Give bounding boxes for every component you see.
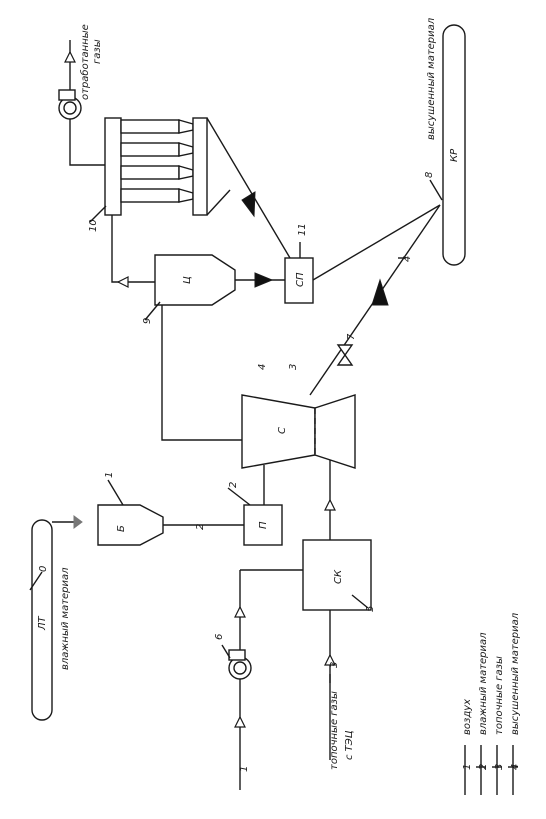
- flue-line-code: 3: [329, 662, 340, 668]
- collector: СП 11: [284, 223, 314, 304]
- dryer-label: С: [277, 427, 288, 434]
- legend: 1 воздух 2 влажный материал 3 топочные г…: [462, 612, 521, 795]
- pos-2: 2: [228, 482, 239, 488]
- wet-conveyor: ЛТ влажный материал 0: [29, 519, 71, 721]
- dried-conveyor: КР высушенный материал 8: [424, 17, 466, 266]
- pos-0: 0: [38, 566, 49, 572]
- flue-gas-caption-2: с ТЭЦ: [344, 730, 355, 760]
- pos-5: 5: [365, 606, 376, 612]
- collector-to-conveyor: [312, 204, 441, 281]
- feeder: П 2: [227, 482, 283, 546]
- flue-to-dryer: [324, 455, 336, 540]
- cyclone-to-collector: [235, 272, 285, 288]
- pos-4: 4: [257, 364, 268, 370]
- dried-material-caption: высушенный материал: [426, 17, 437, 140]
- collector-label: СП: [295, 272, 306, 287]
- dryer: С 3 4: [241, 364, 356, 469]
- cyclone-to-filter: [111, 215, 155, 288]
- pos-10: 10: [88, 219, 99, 232]
- filter-to-collector: [206, 117, 291, 259]
- exhaust-caption-1: отработанные: [79, 24, 91, 100]
- cyclone-label: Ц: [182, 276, 193, 284]
- legend-code-3: 3: [494, 764, 505, 770]
- pos-7: 7: [346, 333, 357, 340]
- bag-filter: 10: [88, 117, 208, 232]
- wet-material-caption: влажный материал: [60, 567, 71, 670]
- legend-code-1: 1: [462, 764, 473, 770]
- bunker: Б 1: [97, 472, 164, 546]
- legend-item-3: 3 топочные газы: [492, 656, 505, 795]
- legend-label-4: высушенный материал: [510, 612, 521, 735]
- air-line: 1 6: [214, 569, 303, 790]
- pos-8: 8: [424, 172, 435, 178]
- pos-6: 6: [214, 634, 225, 640]
- wet-line-code: 2: [195, 524, 206, 530]
- pos-9: 9: [142, 318, 153, 324]
- dried-conveyor-label: КР: [449, 148, 460, 162]
- air-line-code: 1: [239, 766, 250, 772]
- feeder-label: П: [258, 521, 269, 529]
- bunker-label: Б: [116, 525, 127, 532]
- pos-11: 11: [297, 223, 308, 236]
- legend-label-2: влажный материал: [478, 632, 489, 735]
- dryer-to-cyclone: [161, 300, 242, 441]
- legend-code-2: 2: [478, 764, 489, 770]
- legend-item-1: 1 воздух: [462, 699, 473, 795]
- pos-3: 3: [288, 364, 299, 370]
- legend-code-4: 4: [510, 764, 521, 770]
- exhaust-line: отработанные газы: [58, 24, 105, 166]
- dried-material-line: 4 7: [309, 204, 441, 396]
- cyclone: Ц 9: [142, 254, 236, 324]
- legend-item-2: 2 влажный материал: [476, 632, 489, 795]
- flue-gas-inlet: топочные газы 3 с ТЭЦ: [324, 610, 355, 770]
- wet-material-arrow: [52, 515, 83, 529]
- legend-item-4: 4 высушенный материал: [508, 612, 521, 795]
- flue-gas-caption-1: топочные газы: [329, 691, 340, 770]
- pos-1: 1: [104, 472, 115, 478]
- air-fan: [228, 649, 252, 680]
- legend-label-3: топочные газы: [494, 656, 505, 735]
- dried-line-code: 4: [402, 256, 413, 262]
- mixing-chamber-label: СК: [333, 569, 344, 584]
- exhaust-fan: [58, 89, 82, 120]
- wet-conveyor-label: ЛТ: [37, 615, 48, 631]
- mixing-chamber: СК 5: [302, 539, 376, 612]
- exhaust-caption-2: газы: [92, 39, 103, 64]
- wet-line-2: 2: [163, 524, 244, 530]
- legend-label-1: воздух: [462, 699, 473, 735]
